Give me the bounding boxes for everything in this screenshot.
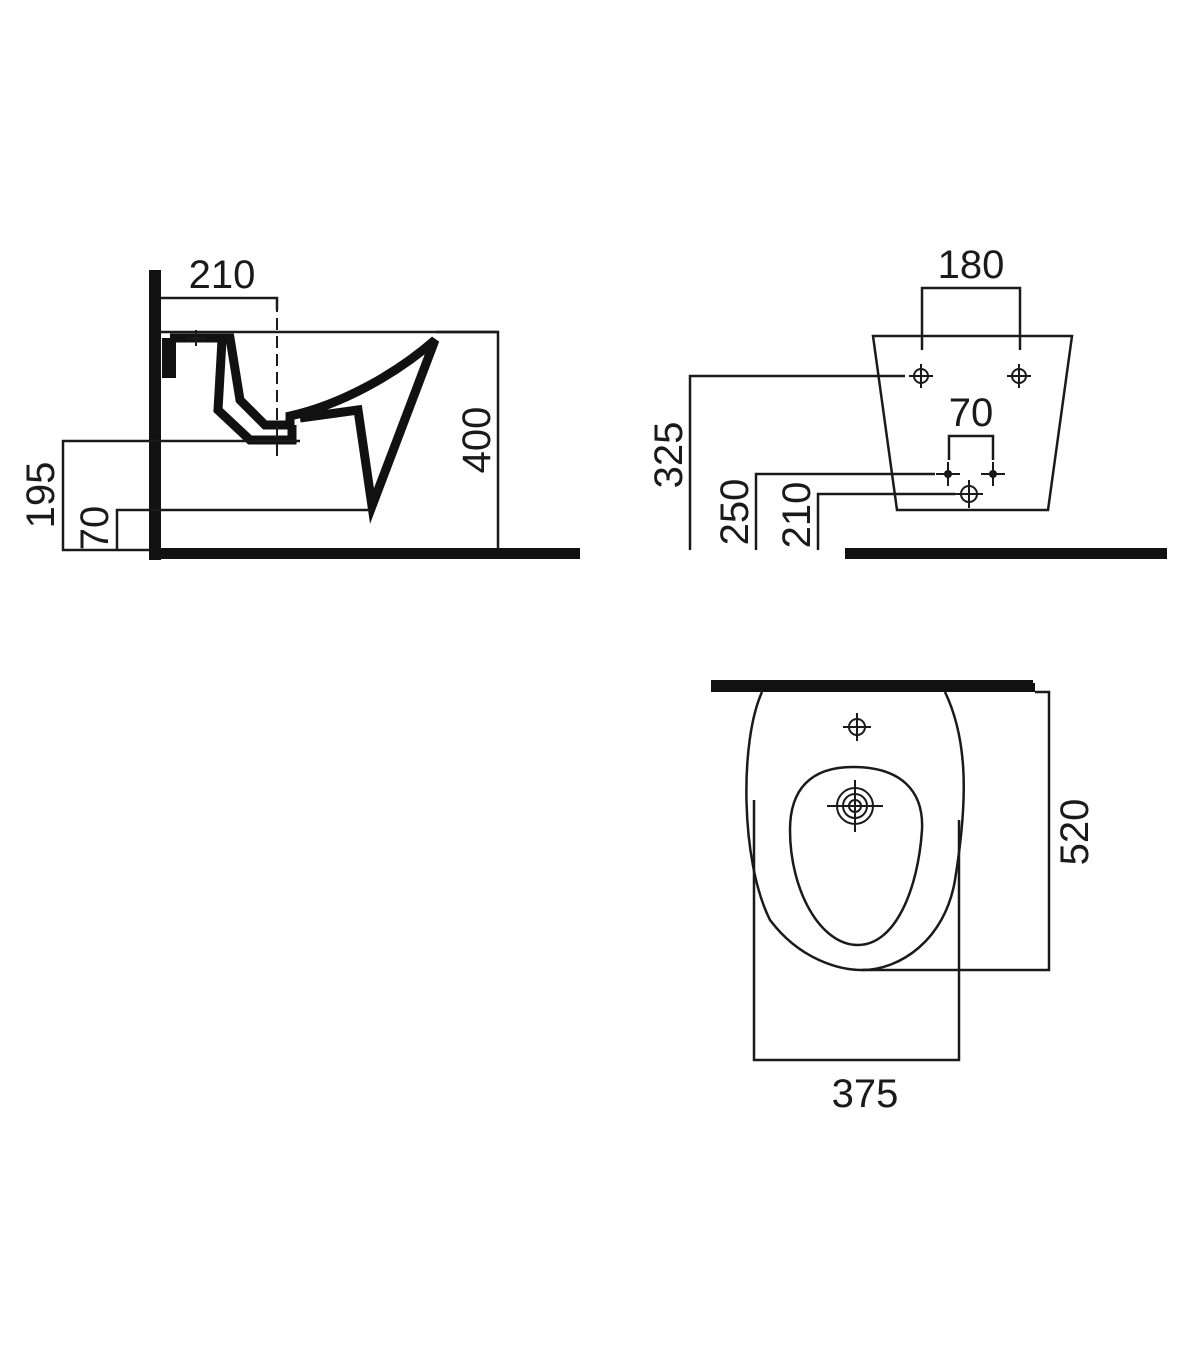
top-dim-520-line [862,690,1051,972]
rear-dim-70-line [947,434,995,460]
rear-dim-250-line [754,472,935,550]
side-wall [149,270,161,560]
side-dim-210-line [161,296,279,310]
side-dim-400-label: 400 [455,407,499,474]
rear-floor [845,548,1167,559]
rear-fixing-hole-right-icon [1007,364,1031,388]
top-dim-375-label: 375 [832,1072,899,1116]
side-view: 210 400 195 70 [19,253,580,560]
rear-dim-325-label: 325 [647,422,691,489]
rear-bidet-outline [871,334,1074,512]
rear-dim-325-line [688,374,905,550]
rear-dim-210-line [816,492,955,550]
top-dim-375-line [752,800,961,1062]
side-taphole-icon [186,330,206,346]
side-bidet-outline [170,333,440,524]
top-taphole-icon [843,713,871,741]
rear-view: 180 70 325 250 210 [647,243,1167,559]
side-mount-block [162,338,176,378]
top-view: 520 375 [711,680,1097,1116]
top-waste-icon [827,780,883,832]
rear-dim-210-label: 210 [775,482,819,549]
rear-fixing-hole-left-icon [909,364,933,388]
side-dim-400-line [436,330,500,550]
side-dim-195-line [61,439,300,552]
side-dim-70-line [115,508,372,550]
top-wall-end [1023,683,1035,692]
side-dim-210-label: 210 [189,253,256,297]
top-bidet-bowl [788,765,924,947]
rear-dim-180-label: 180 [938,243,1005,287]
rear-pipe-hole-right-icon [981,462,1005,486]
rear-dim-180-line [920,286,1022,350]
rear-dim-250-label: 250 [713,479,757,546]
top-wall [711,680,1033,692]
rear-waste-hole-icon [955,480,983,508]
rear-dim-70-label: 70 [949,391,994,435]
top-dim-520-label: 520 [1053,799,1097,866]
side-floor [149,548,580,559]
side-dim-70-label: 70 [73,506,117,551]
side-dim-195-label: 195 [19,462,63,529]
rear-pipe-hole-left-icon [936,462,960,486]
